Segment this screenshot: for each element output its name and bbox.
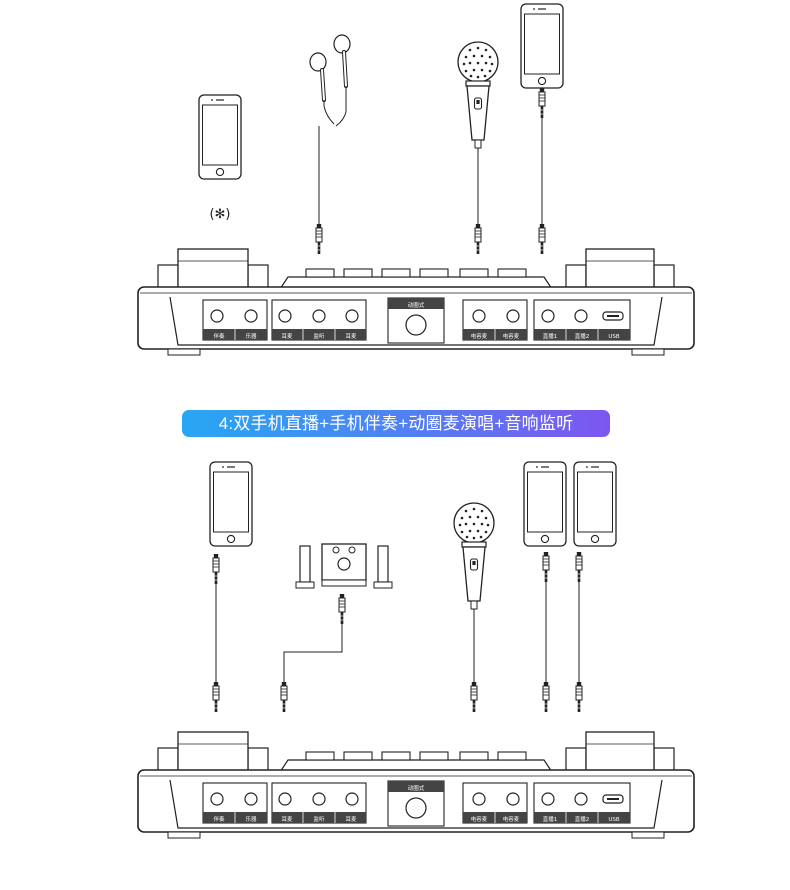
jack-plug: [542, 681, 550, 713]
bluetooth-phone: [198, 94, 242, 180]
label-accompany: 伴奏: [213, 332, 225, 340]
diagram-title-banner: 4:双手机直播+手机伴奏+动圈麦演唱+音响监听: [182, 410, 610, 437]
label-headphone: 耳麦: [281, 815, 293, 823]
label-condenser-2: 电容麦: [503, 332, 520, 340]
bluetooth-icon: (✻): [209, 207, 230, 222]
live-phone: [520, 3, 564, 89]
accompany-phone: [209, 461, 253, 547]
label-monitor: 监听: [313, 815, 325, 823]
jack-plug: [315, 223, 323, 255]
live-phone-2: [573, 461, 617, 547]
jack-plug: [575, 681, 583, 713]
label-dynamic-mode: 动圈式: [408, 784, 425, 792]
label-earphone: 耳麦: [345, 332, 357, 340]
label-earphone: 耳麦: [345, 815, 357, 823]
jack-plug: [212, 553, 220, 585]
microphone: [457, 41, 499, 149]
jack-plug: [538, 223, 546, 255]
microphone: [453, 502, 495, 610]
jack-plug: [538, 87, 546, 119]
jack-plug: [470, 681, 478, 713]
bottom-diagram: [137, 461, 695, 839]
jack-plug: [338, 593, 346, 625]
jack-plug: [212, 681, 220, 713]
label-live-2: 直播2: [575, 815, 590, 823]
earphones: [308, 33, 352, 128]
label-live-2: 直播2: [575, 332, 590, 340]
label-accompany: 伴奏: [213, 815, 225, 823]
speakers: [295, 543, 393, 589]
label-usb: USB: [608, 817, 620, 823]
label-condenser-1: 电容麦: [471, 332, 488, 340]
live-phone-1: [523, 461, 567, 547]
label-live-1: 直播1: [543, 332, 558, 340]
jack-plug: [575, 551, 583, 583]
cable: [283, 624, 343, 682]
label-live-1: 直播1: [543, 815, 558, 823]
label-monitor: 监听: [313, 332, 325, 340]
label-condenser-1: 电容麦: [471, 815, 488, 823]
jack-plug: [280, 681, 288, 713]
label-music: 乐器: [245, 333, 257, 340]
label-headphone: 耳麦: [281, 332, 293, 340]
jack-plug: [474, 223, 482, 255]
label-music: 乐器: [245, 816, 257, 823]
label-dynamic-mode: 动圈式: [408, 301, 425, 309]
label-usb: USB: [608, 334, 620, 340]
label-condenser-2: 电容麦: [503, 815, 520, 823]
top-diagram: (✻): [137, 3, 695, 356]
jack-plug: [542, 551, 550, 583]
